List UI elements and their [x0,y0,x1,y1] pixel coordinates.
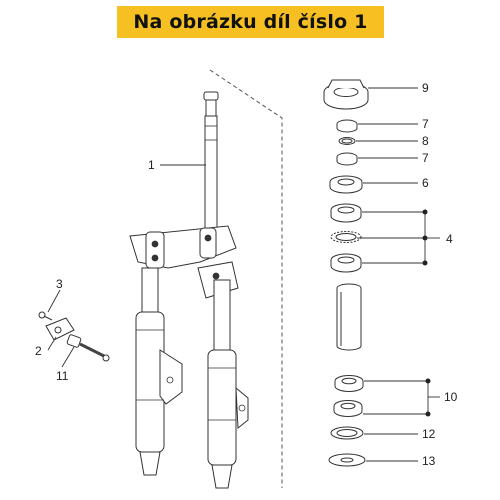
fork-assembly[interactable] [129,91,249,489]
callout-7-lower[interactable]: 7 [422,151,429,165]
callout-3[interactable]: 3 [56,277,63,291]
callout-12[interactable]: 12 [422,427,436,441]
upper-bearing-set-icon[interactable] [330,203,362,273]
assembly-axis [209,69,283,488]
washer-lower-icon[interactable] [336,152,358,166]
leader-lines [47,87,440,462]
callout-13[interactable]: 13 [422,454,436,468]
callout-8[interactable]: 8 [422,134,429,148]
callout-6[interactable]: 6 [422,176,429,190]
washer-upper-icon[interactable] [336,119,358,133]
callout-7-upper[interactable]: 7 [422,117,429,131]
callout-9[interactable]: 9 [422,81,429,95]
dust-seal-icon[interactable] [329,175,363,194]
callout-11[interactable]: 11 [56,369,69,383]
callout-labels: 1 2 3 4 6 7 7 8 9 10 11 12 13 [35,81,458,468]
title-text: Na obrázku díl číslo 1 [133,11,368,33]
callout-2[interactable]: 2 [35,344,42,358]
leader-dots [422,209,431,417]
lower-seal-ring-icon[interactable] [330,426,364,440]
callout-1[interactable]: 1 [148,158,155,172]
sensor-cable-icon[interactable] [66,334,110,362]
callout-10[interactable]: 10 [444,390,458,404]
title-banner: Na obrázku díl číslo 1 [117,6,384,38]
callout-4[interactable]: 4 [446,232,453,246]
flat-washer-icon[interactable] [328,453,366,467]
head-tube-sleeve [336,283,362,351]
fork-details [136,125,246,421]
ring-nut-icon[interactable] [323,79,369,110]
lower-bearing-set-icon[interactable] [333,375,364,417]
o-ring-icon[interactable] [338,137,356,145]
bracket-icon[interactable] [45,317,75,341]
screw-icon[interactable] [38,311,53,321]
